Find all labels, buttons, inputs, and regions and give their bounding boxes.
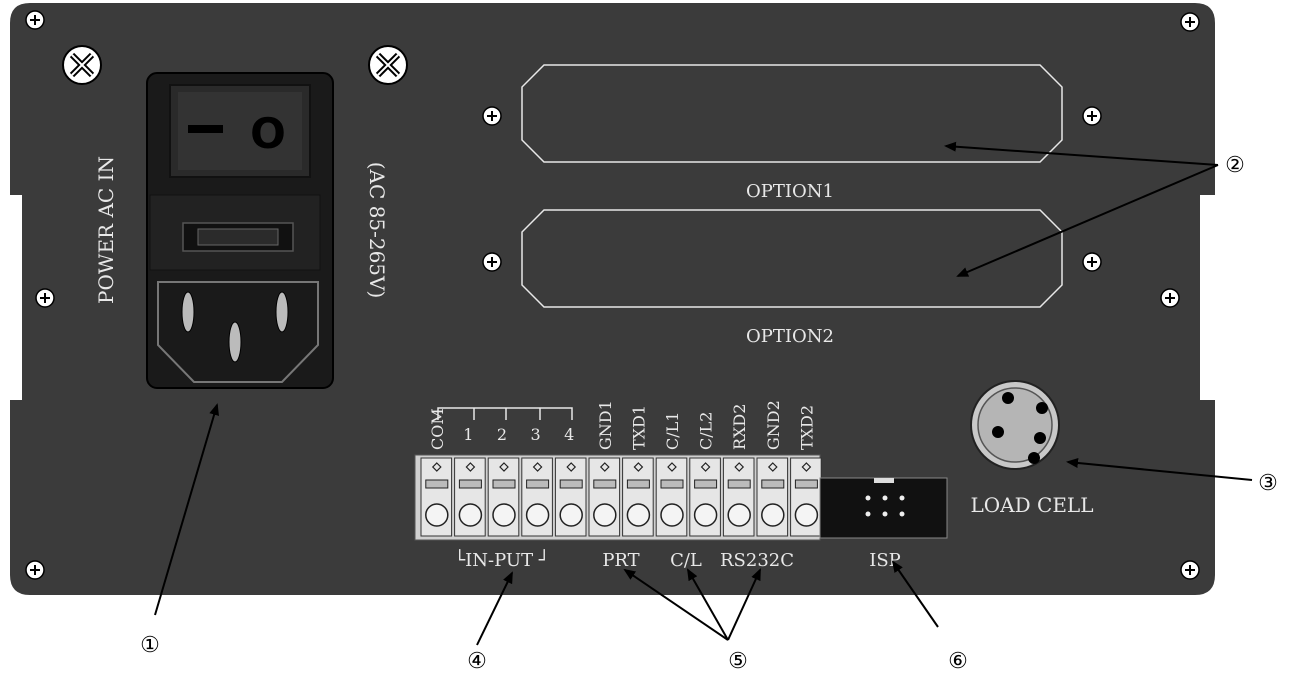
- screw-icon: [1082, 252, 1102, 272]
- power-module-screw-icon: [369, 46, 407, 84]
- voltage-label: (AC 85-265V): [365, 162, 389, 299]
- input-common-line: [437, 407, 573, 420]
- screw-icon: [1082, 106, 1102, 126]
- option2-slot[interactable]: [521, 209, 1063, 308]
- terminal-label: 3: [531, 425, 541, 444]
- terminal-label: C/L2: [697, 412, 716, 450]
- terminal-4[interactable]: [554, 457, 587, 537]
- terminal-label: GND2: [764, 400, 783, 450]
- callout-4: ④: [467, 649, 487, 674]
- connector-pin: [1002, 392, 1014, 404]
- connector-pin: [1028, 452, 1040, 464]
- terminal-gnd1[interactable]: [588, 457, 621, 537]
- connector-pin: [992, 426, 1004, 438]
- terminal-gnd2[interactable]: [756, 457, 789, 537]
- callout-3: ③: [1258, 471, 1278, 496]
- terminal-label: 1: [463, 425, 473, 444]
- terminal-3[interactable]: [521, 457, 553, 537]
- callout-6: ⑥: [948, 649, 968, 674]
- screw-icon: [482, 252, 502, 272]
- input-group-label: └IN-PUT ┘: [454, 549, 549, 571]
- terminal-strip: [420, 457, 822, 537]
- isp-header[interactable]: [819, 477, 948, 539]
- power-module-screw-icon: [63, 46, 101, 84]
- terminal-label: TXD1: [629, 405, 648, 450]
- option1-label: OPTION1: [746, 181, 834, 202]
- screw-icon: [25, 560, 45, 580]
- load-cell-label: LOAD CELL: [971, 493, 1094, 517]
- prt-label: PRT: [602, 550, 639, 571]
- terminal-txd1[interactable]: [622, 457, 654, 537]
- terminal-labels: COM 1 2 3 4 GND1 TXD1 C/L1 C/L2 RXD2 GND2 TXD2: [428, 400, 817, 450]
- connector-pin: [1036, 402, 1048, 414]
- terminal-label: GND1: [596, 400, 615, 450]
- option1-slot[interactable]: [521, 64, 1063, 163]
- screw-icon: [1160, 288, 1180, 308]
- rs232c-label: RS232C: [720, 550, 794, 571]
- callout-5: ⑤: [728, 649, 748, 674]
- terminal-label: TXD2: [797, 405, 816, 450]
- terminal-label: RXD2: [730, 404, 749, 450]
- terminal-label: C/L1: [663, 412, 682, 450]
- terminal-cl2[interactable]: [689, 457, 721, 537]
- option2-label: OPTION2: [746, 326, 834, 347]
- screw-icon: [25, 10, 45, 30]
- screw-icon: [482, 106, 502, 126]
- terminal-cl1[interactable]: [655, 457, 688, 537]
- cl-label: C/L: [670, 550, 702, 571]
- screw-icon: [1180, 560, 1200, 580]
- terminal-1[interactable]: [454, 457, 486, 537]
- callout-2: ②: [1225, 153, 1245, 178]
- terminal-com[interactable]: [420, 457, 453, 537]
- screw-icon: [35, 288, 55, 308]
- callout-arrows: [154, 141, 1253, 646]
- terminal-label: 2: [497, 425, 507, 444]
- screw-icon: [1180, 12, 1200, 32]
- terminal-2[interactable]: [487, 457, 520, 537]
- connector-pin: [1034, 432, 1046, 444]
- switch-off-label: O: [250, 109, 286, 158]
- power-module: O: [146, 72, 334, 389]
- power-ac-in-label: POWER AC IN: [94, 156, 118, 304]
- terminal-rxd2[interactable]: [722, 457, 755, 537]
- terminal-label: 4: [564, 425, 574, 444]
- load-cell-connector[interactable]: [970, 380, 1060, 470]
- ac-pin: [181, 291, 289, 363]
- callout-1: ①: [140, 633, 160, 658]
- terminal-label: COM: [428, 408, 447, 450]
- terminal-txd2[interactable]: [790, 457, 822, 537]
